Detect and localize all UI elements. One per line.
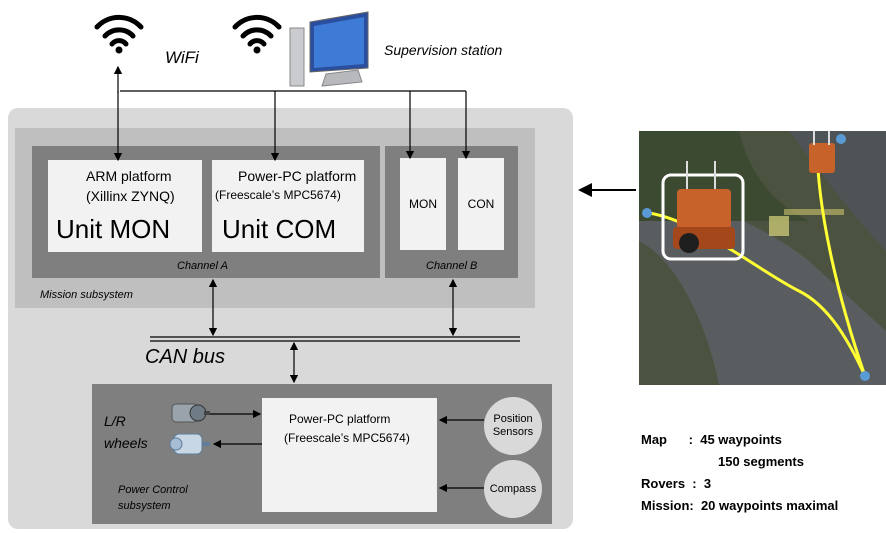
con-box: CON [458,158,504,250]
wheels-line2: wheels [104,435,148,451]
power-ppc-box: Power-PC platform (Freescale’s MPC5674) [262,398,437,512]
mission-label: Mission subsystem [40,289,133,301]
arm-platform-box: ARM platform (Xillinx ZYNQ) Unit MON [48,160,202,252]
motor-icon [171,403,210,423]
power-ppc-line1: Power-PC platform [289,412,391,426]
motor-icon [169,433,210,455]
supervision-label: Supervision station [384,42,503,58]
channel-b-label: Channel B [426,260,478,272]
stats-map-segments: 150 segments [718,454,804,469]
compass: Compass [484,460,542,518]
arm-line2: (Xillinx ZYNQ) [86,188,175,204]
wifi-icon [232,14,282,54]
rover-photo [639,131,886,385]
unit-mon-label: Unit MON [56,214,171,244]
position-line1: Position [493,413,533,425]
ppc-line2: (Freescale’s MPC5674) [215,188,341,202]
stats-mission: Mission: 20 waypoints maximal [641,498,839,513]
mon-box: MON [400,158,446,250]
power-ppc-line2: (Freescale’s MPC5674) [284,431,410,445]
compass-label: Compass [489,482,537,495]
power-label-line2: subsystem [118,500,171,512]
ppc-line1: Power-PC platform [238,168,357,184]
channel-a-label: Channel A [177,260,228,272]
stats-map: Map : 45 waypoints [641,432,782,447]
powerpc-platform-box: Power-PC platform (Freescale’s MPC5674) … [212,160,364,252]
rover-photo-drawing [639,131,886,385]
wifi-label: WiFi [165,48,199,67]
computer-icon [289,11,369,87]
position-line2: Sensors [492,426,534,438]
can-bus-label: CAN bus [145,346,226,368]
power-label-line1: Power Control [118,484,188,496]
wheels-line1: L/R [104,413,126,429]
stats-rovers: Rovers : 3 [641,476,712,491]
unit-com-label: Unit COM [222,214,337,244]
arm-line1: ARM platform [86,168,172,184]
wifi-icon [94,14,144,54]
